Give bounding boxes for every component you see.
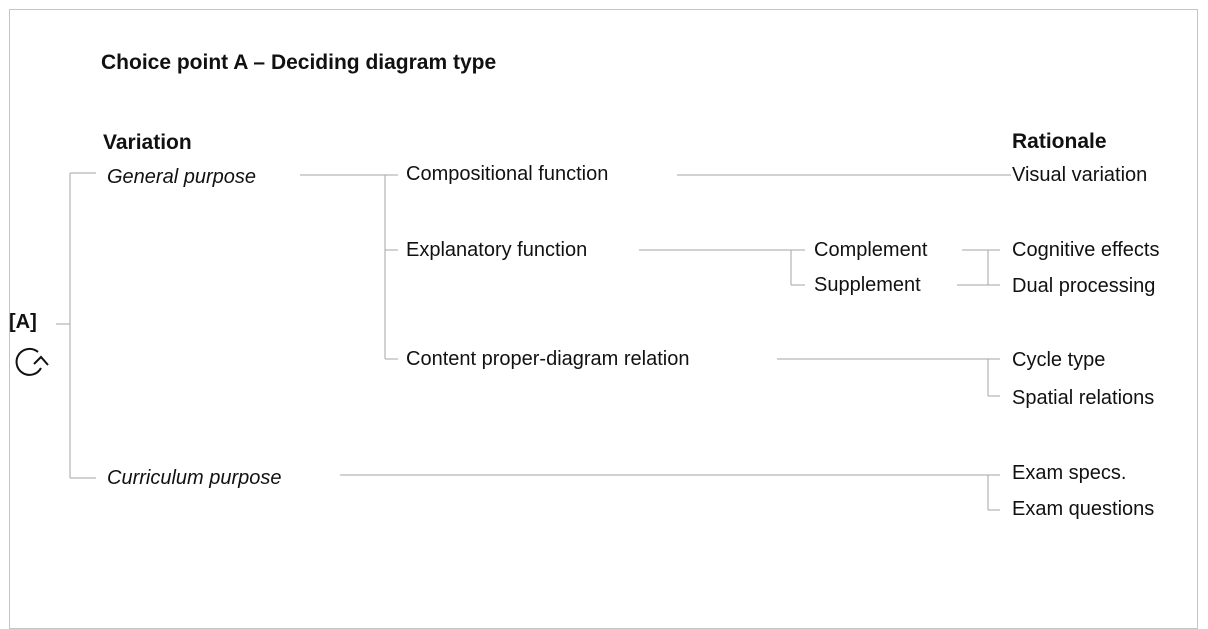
visual-variation: Visual variation [1012,164,1148,186]
exam-questions: Exam questions [1012,498,1155,520]
rationale-header: Rationale [1012,130,1107,153]
spatial-relations: Spatial relations [1012,387,1155,409]
curriculum-purpose: Curriculum purpose [107,467,282,489]
variation-header: Variation [103,131,192,154]
dual-processing: Dual processing [1012,275,1156,297]
cycle-type: Cycle type [1012,349,1106,371]
connector-lines [56,172,1011,511]
cognitive-effects: Cognitive effects [1012,239,1160,261]
content-proper-diagram-relation: Content proper-diagram relation [406,348,690,370]
diagram-title: Choice point A – Deciding diagram type [101,51,497,74]
root-label: [A] [9,311,37,333]
cycle-icon [15,347,49,376]
complement: Complement [814,239,928,261]
compositional-function: Compositional function [406,163,609,185]
supplement: Supplement [814,274,921,296]
exam-specs: Exam specs. [1012,462,1127,484]
explanatory-function: Explanatory function [406,239,588,261]
general-purpose: General purpose [107,166,256,188]
